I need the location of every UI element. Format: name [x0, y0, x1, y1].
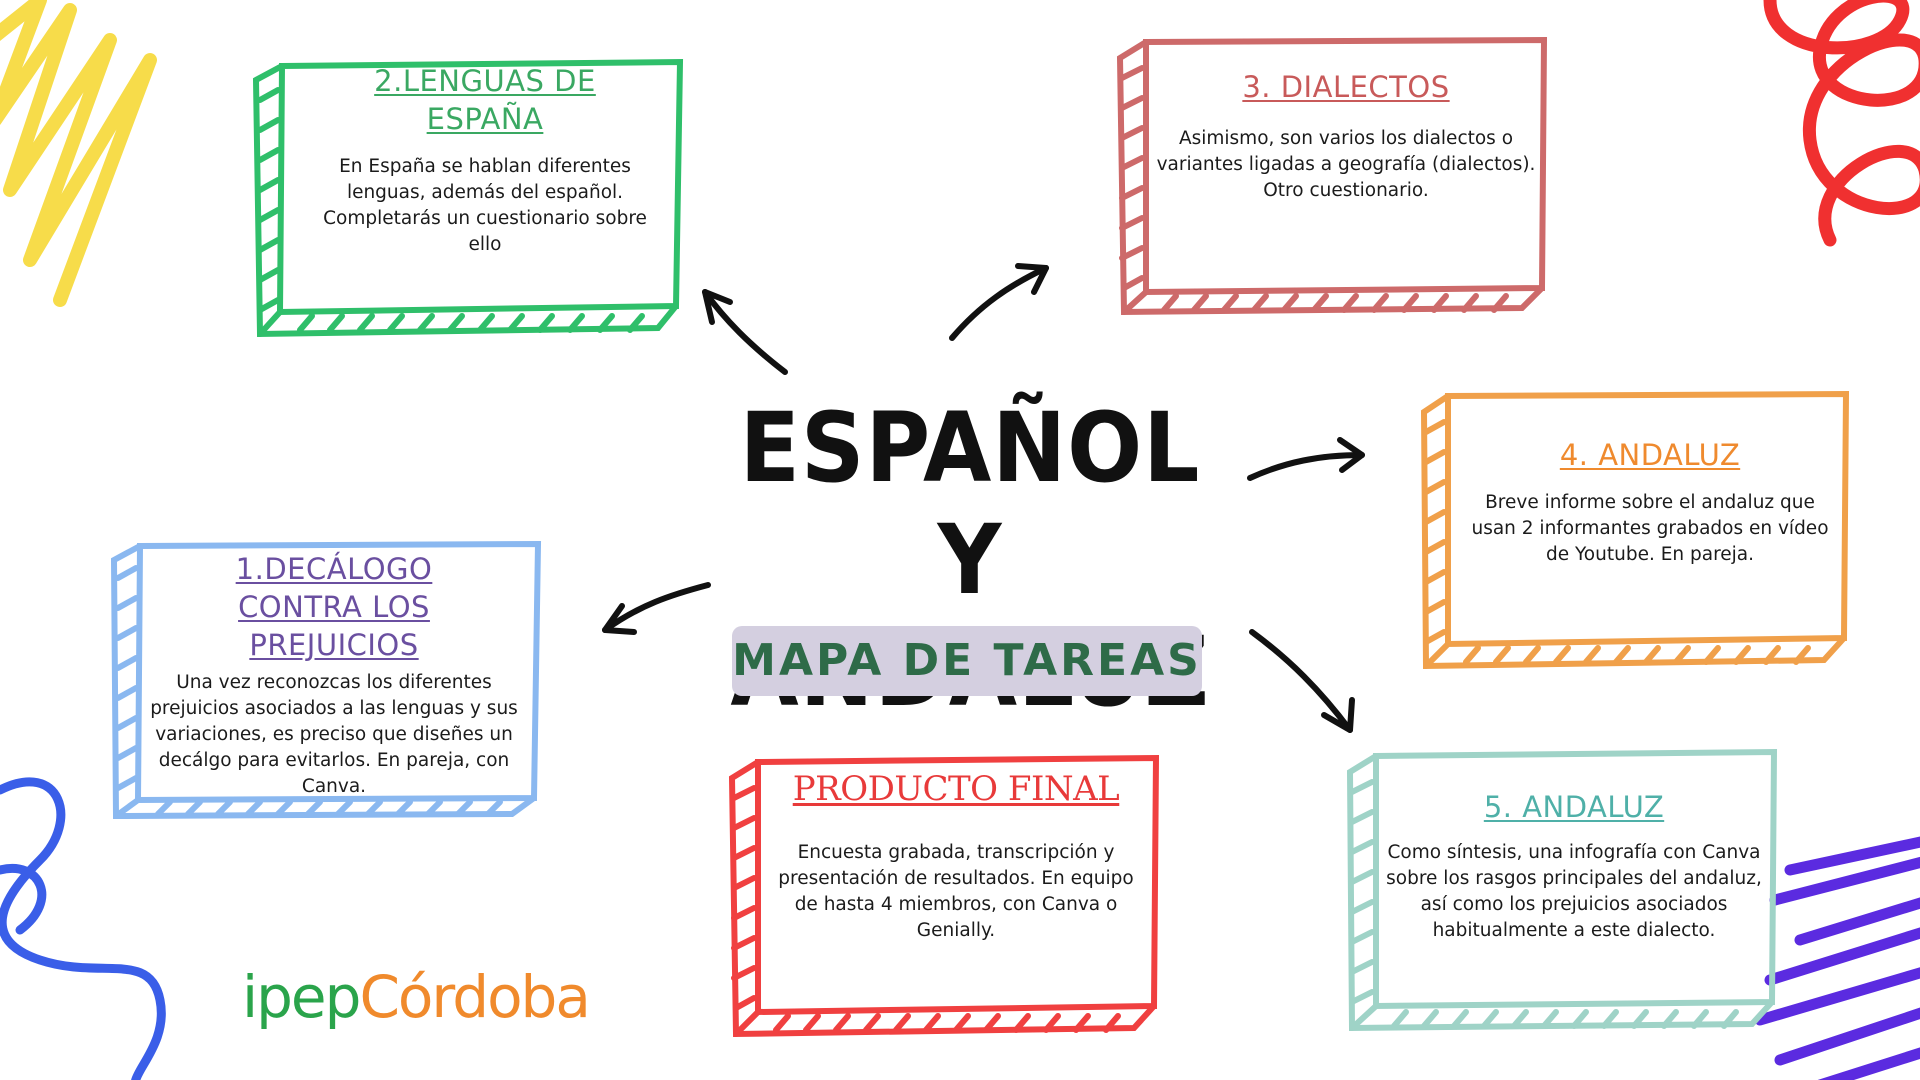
box-title: 5. ANDALUZ	[1483, 790, 1665, 824]
red-spiral-decoration	[1763, 0, 1920, 247]
purple-scribble-decoration	[1754, 836, 1920, 1080]
box-title: PRODUCTO FINAL	[792, 769, 1120, 809]
task-box-andaluz-infografia: 5. ANDALUZ Como síntesis, una infografía…	[1342, 746, 1780, 1036]
box-title: 1.DECÁLOGO CONTRA LOS PREJUICIOS	[235, 552, 433, 662]
box-frame	[110, 540, 542, 820]
box-frame	[1116, 36, 1548, 316]
box-frame	[1346, 748, 1778, 1032]
task-box-decalogo: 1.DECÁLOGO CONTRA LOS PREJUICIOS Una vez…	[108, 538, 544, 823]
box-text: Asimismo, son varios los dialectos o var…	[1156, 128, 1536, 201]
logo-part-cordoba: Córdoba	[359, 963, 590, 1031]
box-title: 3. DIALECTOS	[1242, 70, 1450, 104]
task-box-dialectos: 3. DIALECTOS Asimismo, son varios los di…	[1112, 34, 1550, 318]
box-title: 2.LENGUAS DE ESPAÑA	[374, 64, 596, 136]
logo-part-ipep: ipep	[242, 963, 361, 1031]
box-frame	[1420, 390, 1850, 670]
ipep-cordoba-logo: ipepCórdoba	[242, 962, 591, 1032]
subtitle-badge: MAPA DE TAREAS	[732, 626, 1202, 696]
main-title-line-1: ESPAÑOL Y	[739, 392, 1201, 616]
task-box-lenguas: 2.LENGUAS DE ESPAÑA En España se hablan …	[250, 56, 686, 340]
box-frame	[252, 58, 684, 338]
arrow-to-andaluz-4	[1247, 437, 1365, 481]
yellow-scribble-decoration	[0, 0, 157, 307]
arrow-to-decalogo	[602, 582, 711, 635]
arrow-to-andaluz-5	[1249, 629, 1355, 733]
box-text: Una vez reconozcas los diferentes prejui…	[150, 672, 518, 797]
arrow-to-dialectos	[949, 263, 1049, 341]
arrow-to-lenguas	[702, 289, 788, 375]
box-text: Breve informe sobre el andaluz que usan …	[1471, 492, 1829, 565]
box-text: Encuesta grabada, transcripción y presen…	[778, 842, 1134, 941]
task-box-producto-final: PRODUCTO FINAL Encuesta grabada, transcr…	[724, 752, 1162, 1040]
box-frame	[728, 754, 1160, 1038]
box-title: 4. ANDALUZ	[1559, 438, 1741, 472]
box-text: En España se hablan diferentes lenguas, …	[323, 156, 647, 255]
box-text: Como síntesis, una infografía con Canva …	[1386, 842, 1762, 941]
blue-squiggle-decoration	[0, 777, 166, 1080]
task-box-andaluz-informe: 4. ANDALUZ Breve informe sobre el andalu…	[1416, 388, 1852, 672]
